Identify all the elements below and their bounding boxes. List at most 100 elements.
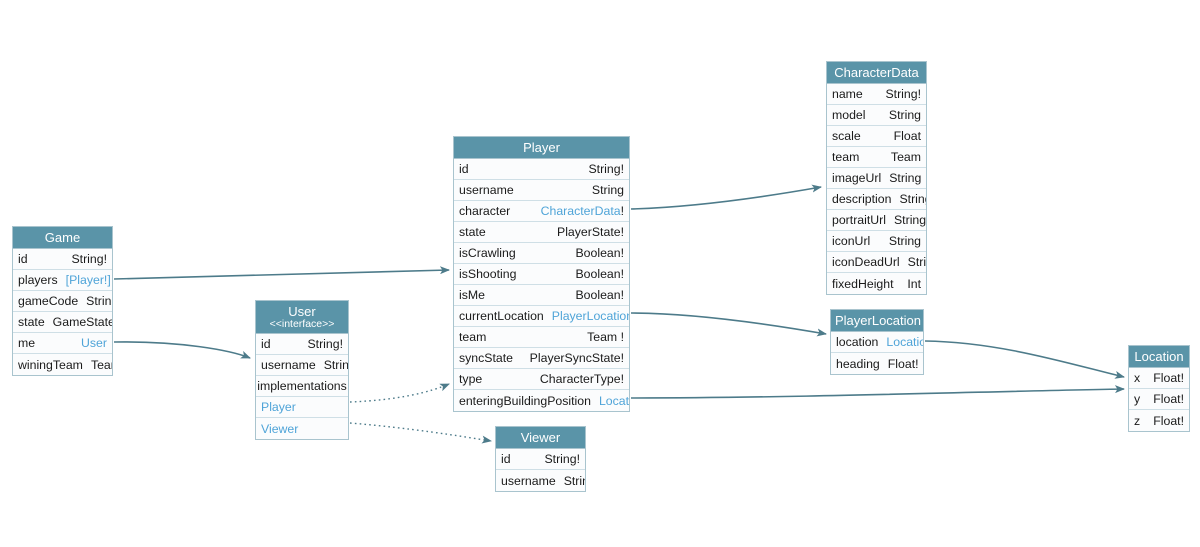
field-name: id	[459, 162, 469, 176]
field-row[interactable]: iconDeadUrlString	[827, 252, 926, 273]
entity-title: CharacterData	[834, 65, 919, 80]
field-type-text: CharacterData	[540, 204, 621, 218]
field-name: winingTeam	[18, 357, 83, 372]
field-row[interactable]: gameCodeString!	[13, 291, 112, 312]
field-name: x	[1134, 371, 1141, 385]
field-type: Team	[890, 150, 921, 164]
edge-playerlocation-location-to-location	[924, 340, 1125, 379]
field-row[interactable]: heading Float!	[831, 353, 923, 374]
field-name: description	[832, 192, 892, 206]
entity-title: User	[288, 304, 316, 319]
field-row[interactable]: isMe Boolean!	[454, 285, 629, 306]
field-name: username	[261, 358, 316, 372]
edge-player-enteringbuildingposition-to-location	[630, 385, 1125, 399]
entity-title: Game	[44, 230, 81, 245]
field-type: Boolean!	[575, 288, 624, 302]
field-type: String!	[71, 252, 107, 266]
field-name: model	[832, 108, 866, 122]
field-type: CharacterData!	[541, 201, 624, 221]
field-name: character	[459, 204, 511, 218]
entity-header-characterdata: CharacterData	[827, 62, 926, 84]
field-type: Float	[893, 129, 921, 143]
entity-header-playerlocation: PlayerLocation	[831, 310, 923, 332]
edge-game-players-to-player	[113, 266, 450, 280]
field-row[interactable]: winingTeamTeam	[13, 354, 112, 375]
field-type: Int	[907, 276, 921, 291]
field-name: heading	[836, 356, 880, 371]
field-row[interactable]: username String	[256, 355, 348, 376]
field-type-text: PlayerLocation	[551, 309, 629, 323]
field-type: String	[888, 234, 921, 248]
field-name: fixedHeight	[832, 276, 894, 291]
edge-game-me-to-user	[113, 341, 251, 359]
field-type: String	[907, 255, 926, 269]
field-name: enteringBuildingPosition	[459, 393, 591, 408]
entity-header-user: User<<interface>>	[256, 301, 348, 334]
field-name: username	[459, 183, 514, 197]
field-row[interactable]: imageUrl String	[827, 168, 926, 189]
field-name: id	[501, 452, 511, 466]
field-type-nonnull-mark: !	[620, 204, 624, 218]
field-type: String	[323, 358, 348, 372]
field-name: imageUrl	[832, 171, 882, 185]
entity-header-location: Location	[1129, 346, 1189, 368]
field-type: String	[591, 183, 624, 197]
field-type: Float!	[1153, 392, 1184, 406]
field-row[interactable]: id String!	[454, 159, 629, 180]
field-row[interactable]: descriptionString	[827, 189, 926, 210]
field-row[interactable]: implementations	[256, 376, 348, 397]
edge-player-currentlocation-to-playerlocation	[630, 312, 827, 337]
field-row[interactable]: fixedHeight Int	[827, 273, 926, 294]
field-row[interactable]: enteringBuildingPositionLocation	[454, 390, 629, 411]
field-row[interactable]: locationLocation!	[831, 332, 923, 353]
entity-header-viewer: Viewer	[496, 427, 585, 449]
field-row[interactable]: character CharacterData!	[454, 201, 629, 222]
field-type: String	[893, 213, 926, 227]
field-type: String!	[86, 294, 112, 308]
edge-player-character-to-characterdata	[630, 184, 822, 210]
field-type: String	[889, 171, 922, 185]
field-type: Float!	[887, 356, 919, 371]
entity-playerlocation[interactable]: PlayerLocationlocationLocation! heading Fl…	[830, 309, 924, 375]
field-type: String!	[588, 162, 624, 176]
field-name: Viewer	[261, 421, 299, 436]
field-row[interactable]: Viewer	[256, 418, 348, 439]
field-name: me	[18, 336, 36, 350]
field-row[interactable]: username String	[454, 180, 629, 201]
field-type: Team !	[587, 330, 624, 344]
field-name: implementations	[257, 379, 347, 393]
field-name: state	[18, 315, 45, 329]
field-name: isMe	[459, 288, 485, 302]
field-row[interactable]: players[Player!]	[13, 270, 112, 291]
field-row[interactable]: Player	[256, 397, 348, 418]
edge-user-player-implementation	[349, 383, 450, 403]
